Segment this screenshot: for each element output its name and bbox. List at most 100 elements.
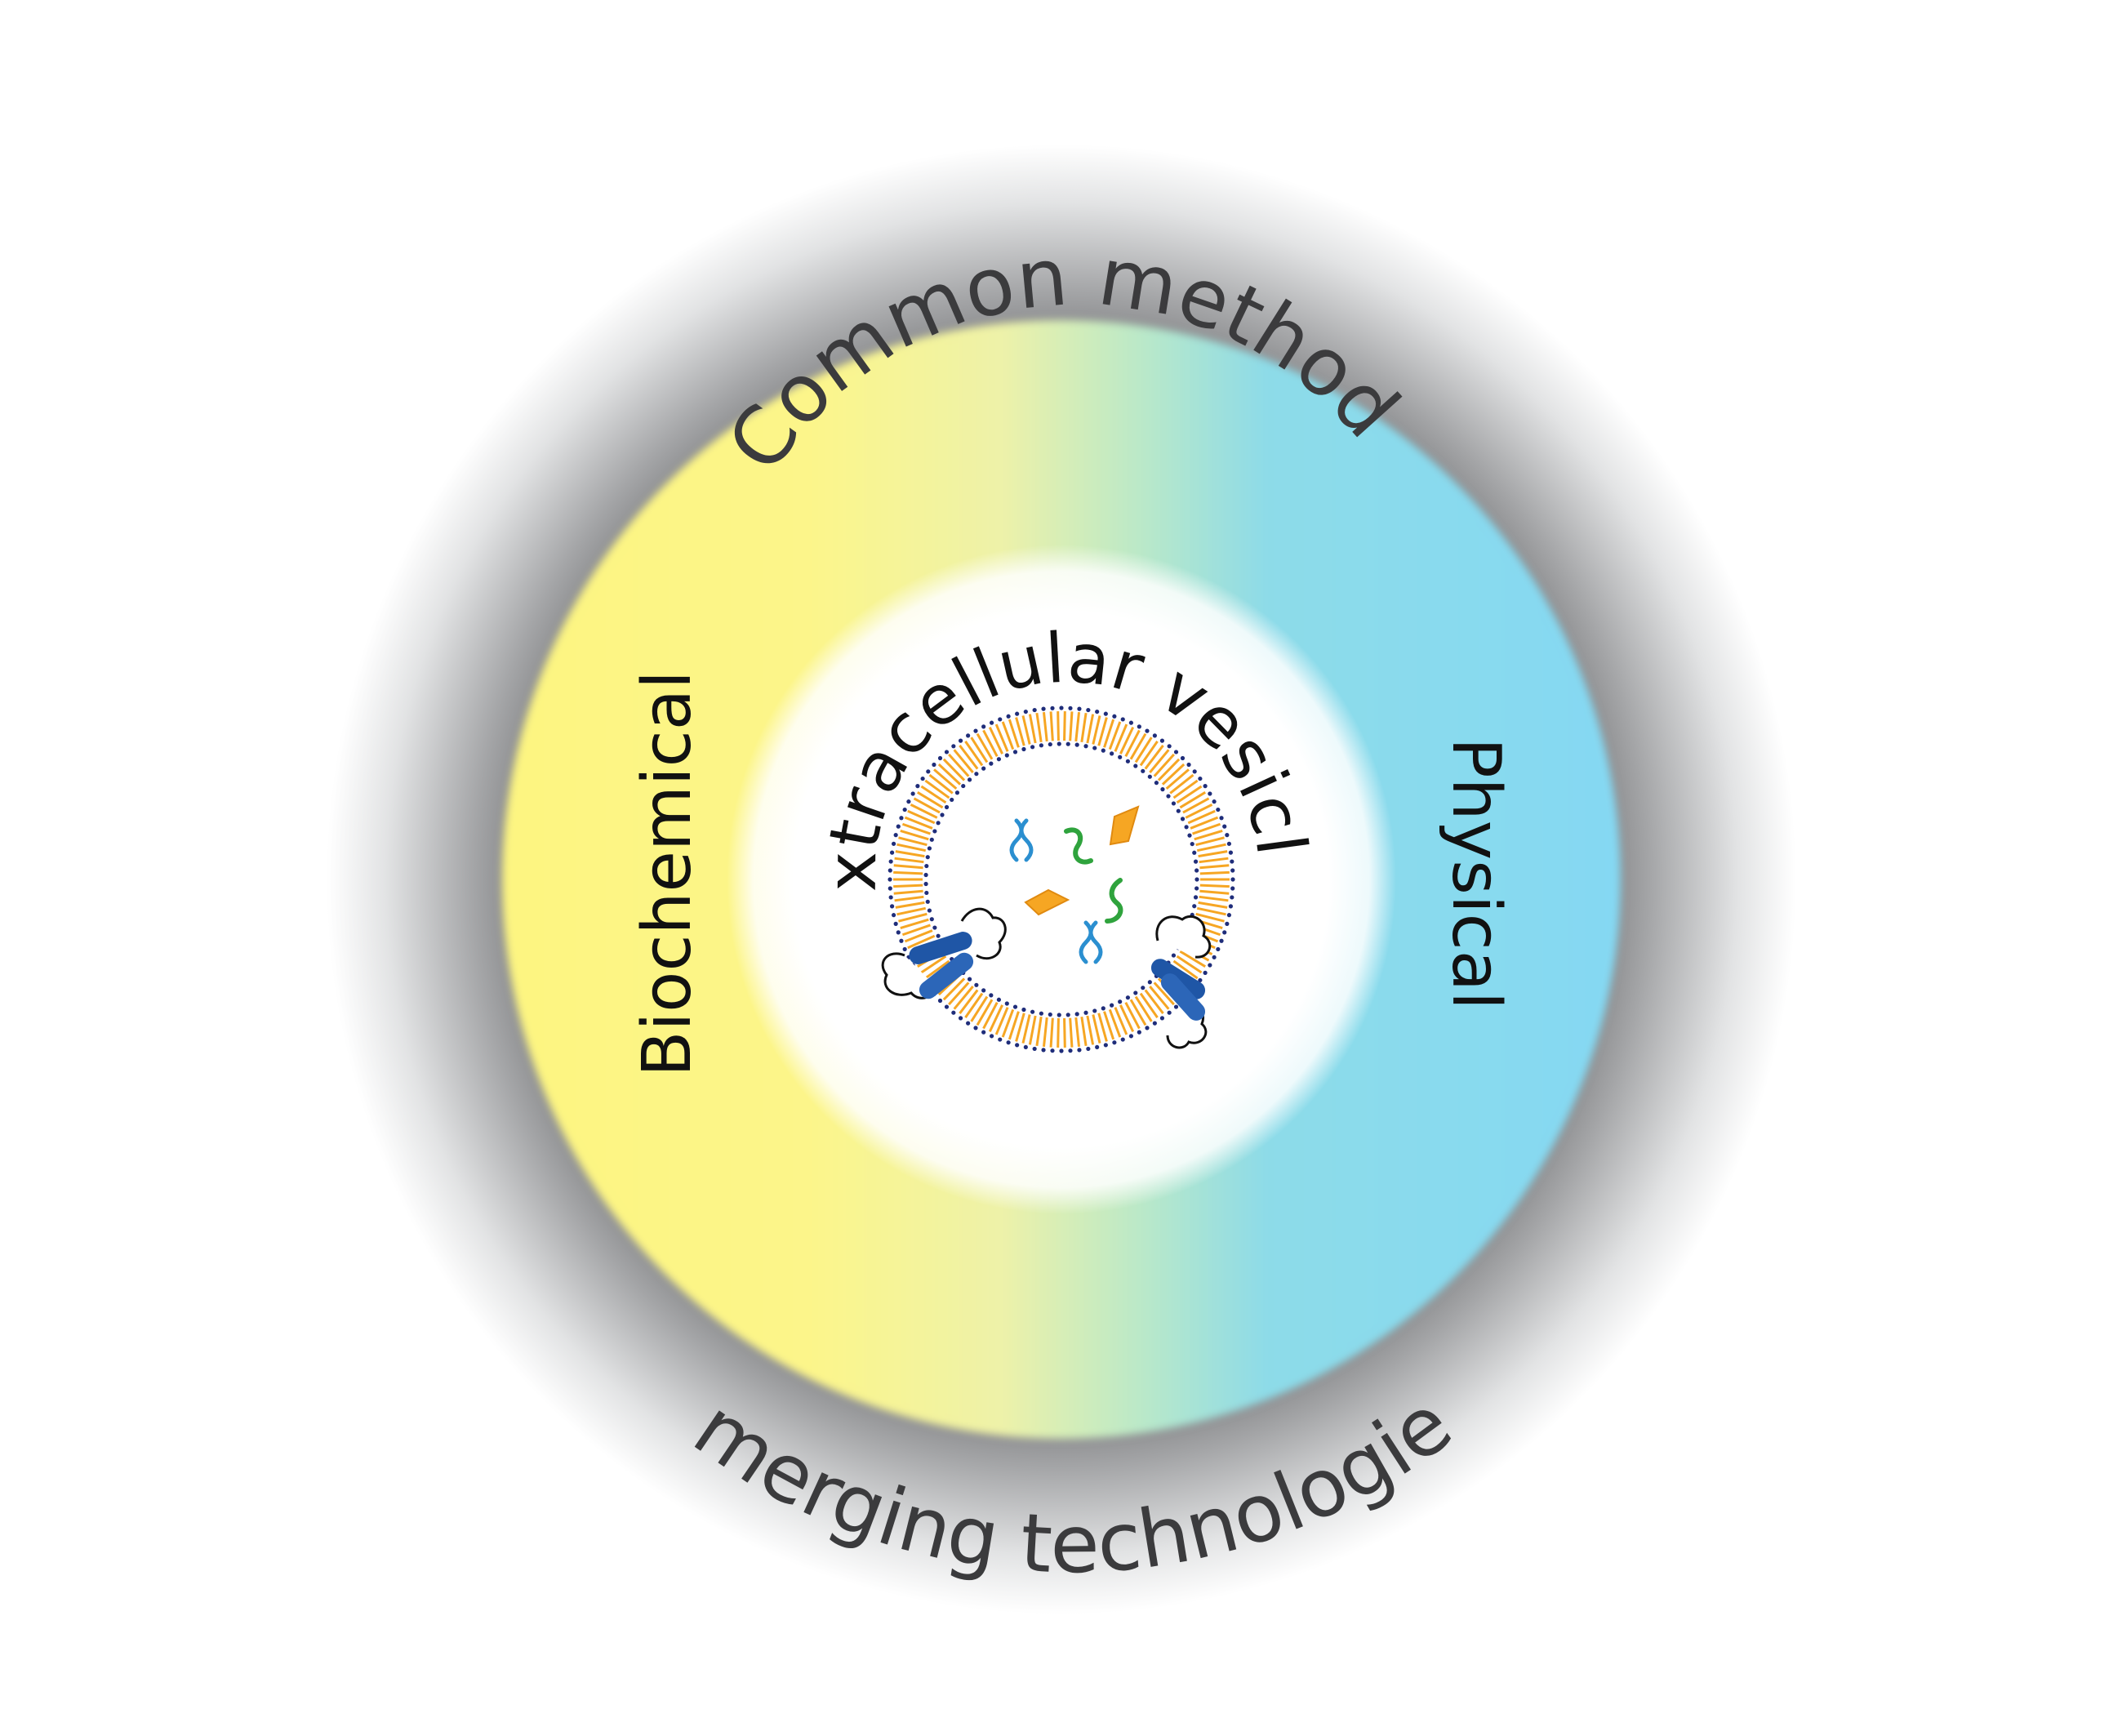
lipid-tail [937, 763, 962, 786]
lipid-tail [1086, 714, 1095, 744]
lipid-head [1230, 895, 1234, 900]
lipid-tail [1199, 884, 1230, 888]
lipid-tail [1161, 763, 1186, 786]
lipid-head [940, 812, 945, 817]
lipid-head [1203, 970, 1208, 975]
lipid-head [929, 917, 934, 922]
lipid-head [981, 766, 986, 771]
lipid-head [998, 1037, 1003, 1042]
lipid-tail [1195, 836, 1225, 847]
lipid-tail [994, 1007, 1009, 1035]
lipid-tail [953, 749, 974, 773]
lipid-tail [1134, 737, 1153, 763]
lipid-tail [894, 895, 924, 902]
lipid-tail [982, 729, 999, 758]
lipid-tail [1008, 719, 1020, 748]
lipid-head [1074, 742, 1079, 747]
lipid-tail [1144, 745, 1164, 770]
lipid-tail [1119, 726, 1135, 754]
lipid-head [1222, 930, 1227, 935]
lipid-head [1166, 794, 1171, 799]
lipid-head [958, 738, 963, 743]
lipid-tail [1172, 959, 1199, 980]
lipid-head [989, 993, 994, 998]
lipid-tail [1103, 719, 1115, 748]
lipid-head [950, 797, 954, 803]
lipid-head [1110, 751, 1114, 756]
lipid-tail [1195, 912, 1225, 923]
lipid-head [1190, 841, 1194, 847]
lipid-head [967, 777, 972, 782]
lipid-tail [1192, 822, 1221, 835]
membrane-protein-icon [1150, 915, 1212, 1049]
lipid-tail [1129, 732, 1147, 760]
lipid-tail [1124, 1001, 1141, 1030]
lipid-head [925, 899, 930, 904]
lipid-head [1030, 745, 1035, 750]
lipid-tail [1108, 1008, 1122, 1038]
lipid-tail [1086, 1015, 1095, 1045]
lipid-tail [959, 745, 979, 770]
lipid-head [937, 755, 943, 761]
lipid-tail [928, 773, 954, 795]
lipid-tail [1198, 901, 1228, 909]
lipid-tail [1114, 723, 1128, 752]
lipid-head [967, 977, 972, 982]
lipid-head [1083, 1010, 1088, 1015]
lipid-tail [1108, 721, 1122, 750]
lipid-head [981, 988, 986, 993]
lipid-tail [1153, 753, 1175, 777]
lipid-tail [1069, 1017, 1074, 1048]
lipid-tail [893, 870, 923, 875]
lipid-head [1171, 801, 1177, 806]
lipid-head [1192, 769, 1197, 774]
lipid-head [1039, 743, 1043, 748]
lipid-tail [1199, 895, 1229, 902]
lipid-tail [1179, 791, 1206, 809]
lipid-head [1194, 877, 1199, 882]
lipid-head [1141, 768, 1146, 773]
lipid-head [915, 784, 920, 789]
biochemical-label: Biochemical [629, 670, 706, 1077]
lipid-head [1219, 816, 1224, 821]
lipid-head [958, 1016, 963, 1021]
lipid-tail [959, 989, 979, 1014]
lipid-head [1092, 746, 1097, 750]
lipid-head [951, 744, 956, 749]
lipid-head [936, 933, 941, 938]
lipid-head [1110, 1003, 1114, 1008]
lipid-tail [1144, 989, 1164, 1014]
lipid-tail [1097, 1013, 1108, 1042]
lipid-head [1065, 741, 1070, 746]
lipid-tail [1169, 773, 1194, 795]
lipid-tail [1157, 758, 1181, 781]
lipid-head [981, 1030, 986, 1035]
lipid-tail [1179, 950, 1206, 968]
lipid-tail [901, 924, 931, 937]
lipid-head [1173, 1004, 1179, 1009]
lipid-head [888, 859, 893, 864]
lipid-head [1030, 1009, 1035, 1014]
lipid-tail [1182, 797, 1210, 814]
lipid-head [1176, 808, 1181, 813]
lipid-head [1133, 763, 1138, 768]
lipid-head [1159, 1016, 1165, 1021]
lipid-head [973, 728, 978, 733]
lipid-head [932, 762, 936, 768]
lipid-head [1050, 1048, 1055, 1053]
lipid-head [1216, 807, 1221, 812]
lipid-tail [900, 830, 929, 841]
lipid-head [1021, 1007, 1026, 1013]
lipid-head [996, 757, 1002, 762]
lipid-tail [894, 857, 924, 864]
lipid-head [1059, 1048, 1064, 1053]
lipid-head [1152, 733, 1157, 738]
lipid-head [888, 895, 893, 900]
lipid-head [1021, 746, 1026, 752]
lipid-head [1086, 1046, 1091, 1052]
lipid-head [1222, 824, 1227, 829]
lipid-tail [1165, 768, 1190, 790]
lipid-head [927, 846, 932, 851]
lipid-tail [970, 995, 989, 1022]
